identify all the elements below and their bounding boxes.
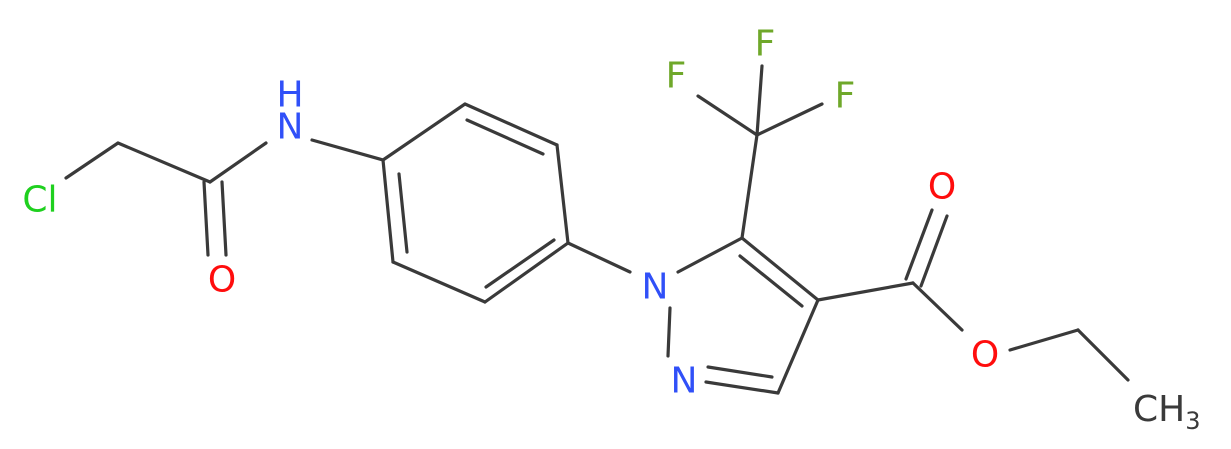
- bond: [816, 281, 915, 302]
- bond: [465, 118, 545, 156]
- atom-h: H: [276, 75, 303, 116]
- bond: [740, 133, 759, 240]
- atom-o-amide: O: [208, 260, 236, 301]
- bond: [381, 102, 467, 162]
- bond: [776, 298, 820, 395]
- bond: [919, 214, 949, 288]
- bond: [676, 236, 744, 274]
- atom-o-carbonyl: O: [928, 167, 956, 208]
- bond: [696, 94, 759, 137]
- bond: [116, 141, 212, 184]
- bond: [208, 141, 268, 184]
- atom-n1: N: [642, 267, 669, 308]
- bond: [706, 365, 774, 379]
- bond: [463, 102, 559, 147]
- bond: [310, 138, 385, 162]
- atom-f2: F: [666, 56, 687, 97]
- bond: [904, 208, 934, 281]
- bond: [1076, 328, 1130, 382]
- atom-n-amide: N: [277, 107, 304, 148]
- bond: [220, 180, 228, 257]
- bond: [381, 158, 395, 264]
- bond: [391, 260, 487, 304]
- atom-o-ester: O: [971, 335, 999, 376]
- bond: [755, 102, 824, 137]
- bond: [755, 64, 764, 137]
- atom-ch3: CH3: [1133, 389, 1201, 435]
- atom-labels: Cl H N O N N F F F O O CH3: [22, 24, 1200, 436]
- atom-f3: F: [835, 76, 856, 117]
- bond: [64, 141, 120, 180]
- atom-n2: N: [671, 361, 698, 402]
- bonds: [64, 64, 1130, 395]
- bond: [483, 241, 570, 304]
- bond: [566, 241, 632, 274]
- bond: [202, 180, 210, 257]
- ch3-text: CH: [1133, 389, 1185, 430]
- bond: [911, 281, 964, 332]
- ch3-subscript: 3: [1185, 407, 1200, 435]
- bond: [555, 143, 570, 245]
- atom-cl: Cl: [22, 180, 57, 221]
- bond: [738, 254, 804, 308]
- bond: [397, 172, 409, 254]
- bond: [704, 380, 780, 395]
- bond: [740, 236, 820, 302]
- bond: [666, 306, 672, 358]
- bond: [1008, 328, 1080, 352]
- bond: [484, 238, 556, 289]
- atom-f1: F: [755, 24, 776, 65]
